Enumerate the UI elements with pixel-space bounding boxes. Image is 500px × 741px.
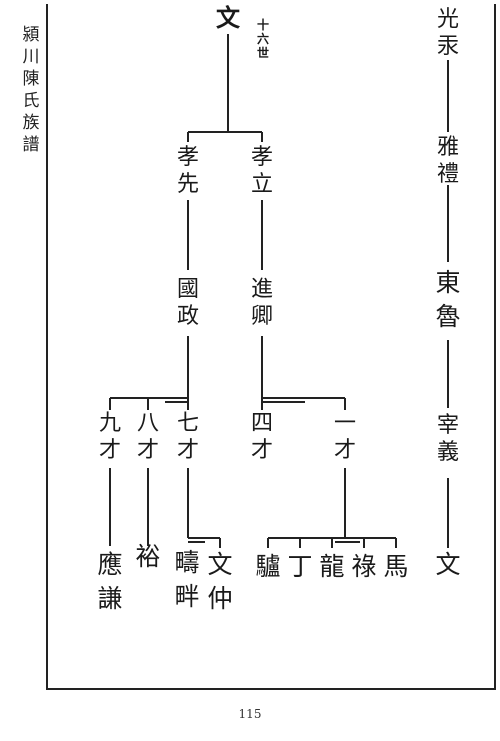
leaf-name: 應謙 — [97, 550, 123, 613]
leaf-name: 祿 — [351, 552, 377, 581]
member-name: 九才 — [98, 411, 121, 463]
member-name: 一才 — [333, 411, 356, 463]
leaf-name: 驢 — [255, 552, 281, 581]
genealogy-title: 潁川陳氏族譜 — [22, 25, 40, 155]
generation-label: 十六世 — [256, 18, 269, 60]
leaf-name: 裕 — [135, 542, 161, 571]
member-name: 國政 — [176, 277, 199, 329]
page-frame — [46, 4, 496, 690]
leaf-name: 龍 — [319, 552, 345, 581]
right-line-name: 雅禮 — [436, 135, 459, 187]
right-line-name: 東魯 — [435, 268, 461, 331]
member-name: 進卿 — [250, 277, 273, 329]
leaf-name: 疇畔 — [174, 548, 200, 611]
leaf-name: 丁 — [287, 552, 313, 581]
right-line-name: 宰義 — [436, 413, 459, 465]
leaf-name: 文仲 — [207, 550, 233, 613]
leaf-name: 馬 — [383, 552, 409, 581]
right-line-name: 文 — [435, 550, 461, 579]
root-name: 文 — [216, 3, 240, 32]
branch-name: 孝立 — [250, 145, 273, 197]
member-name: 七才 — [176, 411, 199, 463]
member-name: 四才 — [250, 411, 273, 463]
branch-name: 孝先 — [176, 145, 199, 197]
member-name: 八才 — [136, 411, 159, 463]
page-number: 115 — [238, 707, 262, 721]
right-line-name: 光汞 — [436, 7, 459, 59]
